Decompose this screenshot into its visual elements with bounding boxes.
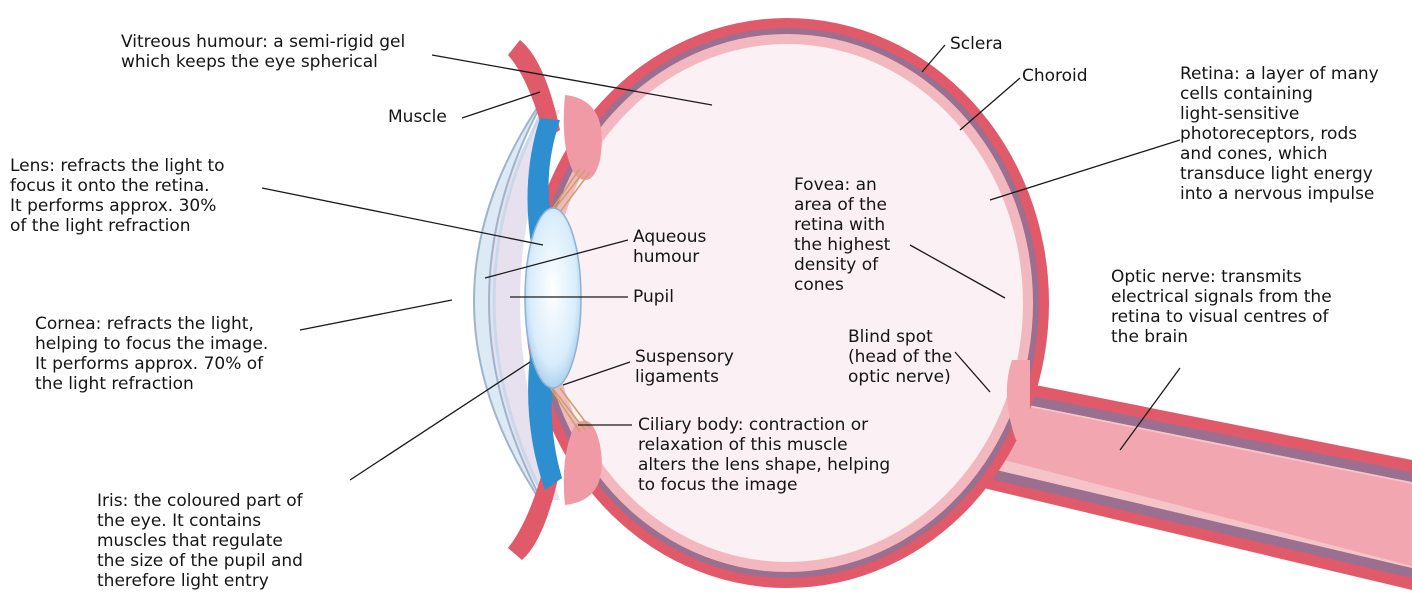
vitreous-humour-label: Vitreous humour: a semi-rigid gel which … bbox=[121, 32, 405, 72]
muscle-label: Muscle bbox=[388, 107, 447, 127]
lens-label: Lens: refracts the light to focus it ont… bbox=[10, 156, 225, 236]
optic-nerve-label: Optic nerve: transmits electrical signal… bbox=[1111, 267, 1332, 347]
choroid-label: Choroid bbox=[1022, 66, 1088, 86]
retina-label: Retina: a layer of many cells containing… bbox=[1180, 64, 1379, 204]
ciliary-body-label: Ciliary body: contraction or relaxation … bbox=[638, 415, 890, 495]
lens bbox=[525, 208, 581, 388]
suspensory-ligaments-label: Suspensory ligaments bbox=[635, 347, 734, 387]
fovea-label: Fovea: an area of the retina with the hi… bbox=[794, 175, 890, 295]
cornea-label: Cornea: refracts the light, helping to f… bbox=[35, 314, 268, 394]
sclera-label: Sclera bbox=[950, 34, 1003, 54]
iris-label: Iris: the coloured part of the eye. It c… bbox=[97, 491, 303, 591]
blind-spot-label: Blind spot (head of the optic nerve) bbox=[848, 327, 952, 387]
pupil-label: Pupil bbox=[633, 287, 674, 307]
aqueous-humour-label: Aqueous humour bbox=[633, 227, 706, 267]
